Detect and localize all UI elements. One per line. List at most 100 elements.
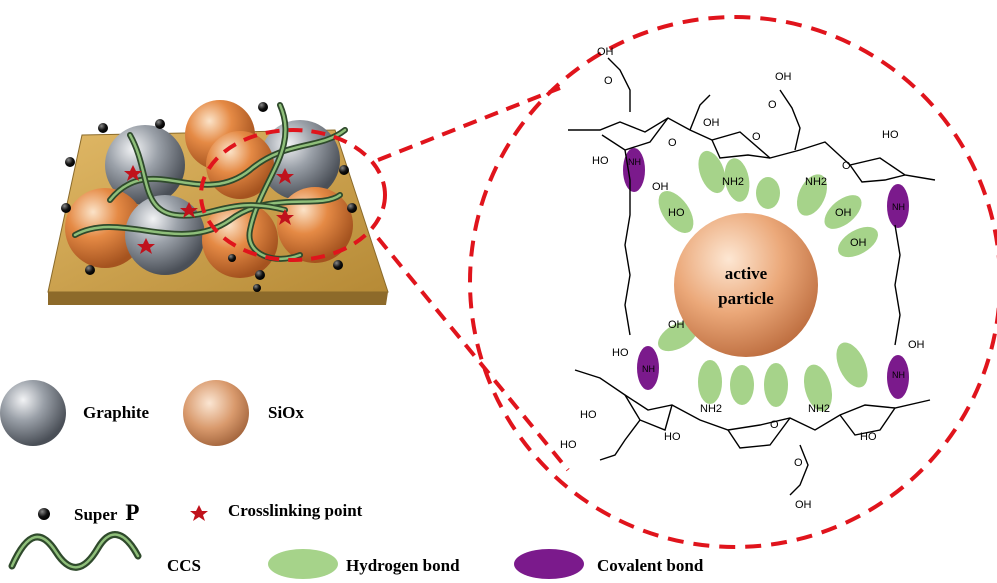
covalent-bonds (623, 148, 909, 399)
crosslink-legend-star (190, 505, 208, 521)
chem-label-nh2: NH2 (805, 176, 827, 188)
electrode-illustration (47, 100, 389, 305)
chem-label-oh: OH (703, 117, 720, 129)
hydrogen-bond-legend-icon (268, 549, 338, 579)
super-p-dot (333, 260, 343, 270)
crosslink-star (180, 202, 198, 218)
chem-label-nh2: NH2 (700, 403, 722, 415)
chem-label-ho: HO (860, 431, 877, 443)
hydrogen-bonds (658, 150, 878, 412)
active-particle (674, 213, 818, 357)
crosslink-star (276, 168, 294, 184)
chem-label-oh: OH (597, 46, 614, 58)
covalent-bond-ellipse (623, 148, 645, 192)
hydrogen-bond-ellipse (658, 320, 698, 352)
covalent-bond-ellipse (887, 355, 909, 399)
top-polymer-chain (568, 57, 936, 346)
legend-crosslinking-label: Crosslinking point (228, 501, 363, 520)
chem-label-oh: OH (835, 207, 852, 219)
chem-label-ho: HO (612, 347, 629, 359)
chem-label-oh: OH (668, 319, 685, 331)
active-particle-label-line2: particle (718, 289, 774, 308)
super-p-dot (228, 254, 236, 262)
super-p-dot (155, 119, 165, 129)
chem-label-ho: HO (592, 155, 609, 167)
legend-hydrogen-bond-label: Hydrogen bond (346, 556, 460, 575)
chem-label-nh2: NH2 (808, 403, 830, 415)
chem-label-nh: NH (892, 202, 905, 212)
legend-graphite-label: Graphite (83, 403, 150, 422)
hydrogen-bond-ellipse (803, 364, 833, 412)
super-p-dots (61, 102, 357, 292)
crosslinking-points (124, 165, 294, 254)
active-particle-label-line1: active (725, 264, 768, 283)
hydrogen-bond-ellipse (698, 360, 722, 404)
super-p-dot (85, 265, 95, 275)
legend-covalent-bond-label: Covalent bond (597, 556, 704, 575)
super-p-dot (98, 123, 108, 133)
crosslink-star (137, 238, 155, 254)
legend: Graphite SiOx Super P Crosslinking point… (0, 380, 704, 579)
super-p-dot (347, 203, 357, 213)
hydrogen-bond-ellipse (730, 365, 754, 405)
siox-particle (202, 202, 278, 278)
crosslink-star (276, 209, 294, 225)
hydrogen-bond-ellipse (658, 190, 694, 234)
chem-label-oh: OH (795, 499, 812, 511)
legend-super-p-label: Super P (74, 500, 139, 525)
hydrogen-bond-ellipse (838, 226, 878, 258)
chem-label-o: O (668, 137, 677, 149)
super-p-legend-icon (38, 508, 50, 520)
bottom-polymer-chain (574, 369, 931, 496)
chem-label-oh: OH (775, 71, 792, 83)
chem-label-nh: NH (892, 370, 905, 380)
graphite-legend-icon (0, 380, 66, 446)
chem-label-nh2: NH2 (722, 176, 744, 188)
covalent-bond-ellipse (887, 184, 909, 228)
hydrogen-bond-ellipse (724, 158, 750, 202)
zoom-line-bottom (376, 236, 570, 472)
chem-label-oh: HO (882, 129, 899, 141)
siox-particle (277, 187, 353, 263)
zoom-line-top (377, 86, 561, 162)
super-p-dot (253, 284, 261, 292)
hydrogen-bond-ellipse (698, 150, 726, 194)
legend-ccs-label: CCS (167, 556, 201, 575)
chem-label-oh: OH (652, 181, 669, 193)
chem-label-oh: HO (560, 439, 577, 451)
super-p-dot (65, 157, 75, 167)
chem-label-oh: OH (850, 237, 867, 249)
legend-siox-label: SiOx (268, 403, 304, 422)
chem-label-o: O (752, 131, 761, 143)
siox-legend-icon (183, 380, 249, 446)
hydrogen-bond-ellipse (756, 177, 780, 209)
super-p-dot (255, 270, 265, 280)
chem-label-oh: HO (668, 207, 685, 219)
chem-label-o: O (794, 457, 803, 469)
chem-label-o: O (842, 160, 851, 172)
covalent-bond-legend-icon (514, 549, 584, 579)
chem-label-o: O (604, 75, 613, 87)
chem-label-oh: OH (908, 339, 925, 351)
chem-labels: OH O OH O O OH O O HO HO NH OH NH2 NH2 H… (560, 46, 925, 511)
chem-label-nh: NH (628, 157, 641, 167)
super-p-dot (61, 203, 71, 213)
hydrogen-bond-ellipse (836, 342, 868, 388)
chem-label-o: O (770, 419, 779, 431)
super-p-dot (258, 102, 268, 112)
chem-label-o: O (768, 99, 777, 111)
covalent-bond-ellipse (637, 346, 659, 390)
chem-label-ho: HO (664, 431, 681, 443)
crosslink-star (124, 165, 142, 181)
zoom-source-ellipse (199, 128, 387, 262)
plate-edge (48, 292, 388, 305)
hydrogen-bond-ellipse (764, 363, 788, 407)
chem-label-ho: HO (580, 409, 597, 421)
super-p-dot (339, 165, 349, 175)
molecular-detail: active particle OH O OH (560, 46, 936, 511)
ccs-legend-icon (8, 531, 142, 571)
hydrogen-bond-ellipse (824, 195, 862, 229)
hydrogen-bond-ellipse (796, 174, 828, 216)
zoom-detail-circle (468, 15, 997, 549)
